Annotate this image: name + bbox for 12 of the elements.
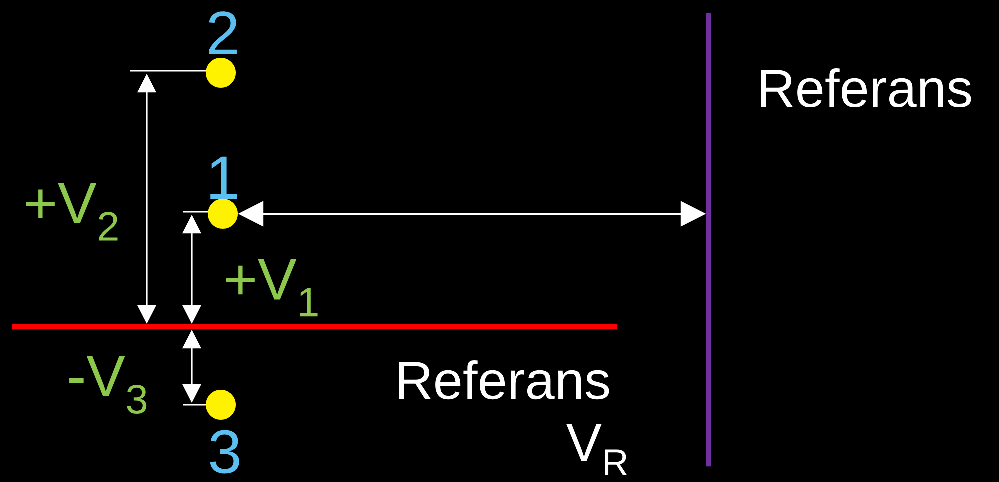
reference-label: Referans [761, 68, 972, 108]
reference-label: V$_{R}$ [566, 424, 628, 476]
point-number: 1 [210, 156, 238, 200]
point-dot [206, 58, 236, 88]
point-dot [208, 199, 238, 229]
point-dot [206, 390, 236, 420]
point-number: 3 [210, 430, 240, 474]
reference-label: Referans [399, 360, 610, 400]
measure-label: +V$_{2}$ [26, 183, 118, 241]
measure-label: +V$_{1}$ [226, 259, 318, 317]
point-number: 2 [209, 12, 237, 54]
measure-label: -V$_{3}$ [70, 356, 147, 414]
